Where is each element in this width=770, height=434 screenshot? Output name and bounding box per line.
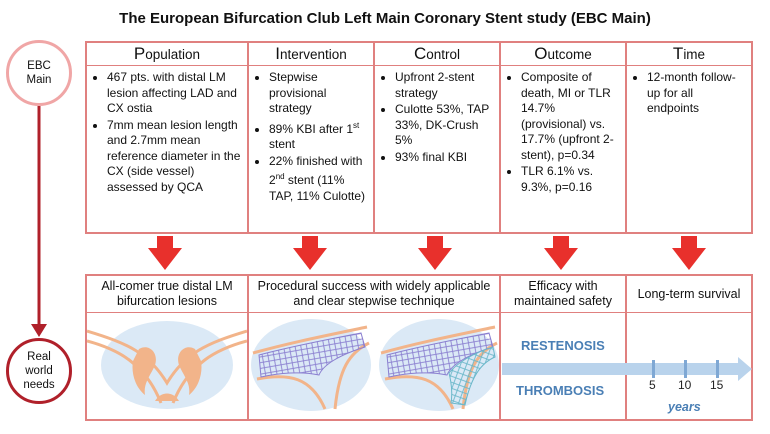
population-column: 467 pts. with distal LM lesion affecting… xyxy=(85,66,249,234)
header-rest: ontrol xyxy=(426,46,461,62)
stent-illustrations xyxy=(251,319,499,411)
tick-label: 15 xyxy=(710,378,724,392)
bullet-item: 467 pts. with distal LM lesion affecting… xyxy=(107,70,243,117)
circle-line: EBC xyxy=(27,60,51,72)
years-label: years xyxy=(668,400,701,414)
bullet-item: 12-month follow-up for all endpoints xyxy=(647,70,747,117)
need-procedural-header: Procedural success with widely applicabl… xyxy=(247,274,501,314)
procedural-panel xyxy=(247,313,501,421)
bullet-item: Upfront 2-stent strategy xyxy=(395,70,495,101)
tick-label: 10 xyxy=(678,378,692,392)
thrombosis-label: THROMBOSIS xyxy=(516,383,605,398)
ebc-main-circle: EBC Main xyxy=(6,40,72,106)
down-arrow xyxy=(293,236,327,270)
side-arrow xyxy=(31,106,47,337)
outcome-column: Composite of death, MI or TLR 14.7% (pro… xyxy=(499,66,627,234)
header-rest: ime xyxy=(683,46,706,62)
restenosis-label: RESTENOSIS xyxy=(521,338,605,353)
down-arrow xyxy=(418,236,452,270)
circle-line: Real xyxy=(27,351,51,363)
circle-line: needs xyxy=(23,379,55,391)
need-longterm-header: Long-term survival xyxy=(625,274,753,314)
intervention-column: Stepwise provisional strategy 89% KBI af… xyxy=(247,66,375,234)
header-initial: C xyxy=(413,44,427,63)
header-initial: I xyxy=(275,44,280,63)
header-rest: ntervention xyxy=(279,46,347,62)
header-initial: P xyxy=(133,44,146,63)
tick-mark xyxy=(716,360,719,378)
bullet-item: Composite of death, MI or TLR 14.7% (pro… xyxy=(521,70,621,163)
bifurcation-lesion-illustration xyxy=(87,321,247,409)
provisional-stent-illustration xyxy=(251,319,371,411)
bullet-item: Stepwise provisional strategy xyxy=(269,70,369,117)
real-world-needs-circle: Real world needs xyxy=(6,338,72,404)
down-arrow xyxy=(672,236,706,270)
bullet-item: 89% KBI after 1st stent xyxy=(269,118,369,153)
tick-label: 5 xyxy=(649,378,656,392)
page-title: The European Bifurcation Club Left Main … xyxy=(119,10,651,27)
header-rest: opulation xyxy=(145,46,201,62)
down-arrow xyxy=(544,236,578,270)
time-column: 12-month follow-up for all endpoints xyxy=(625,66,753,234)
tick-mark xyxy=(684,360,687,378)
circle-line: Main xyxy=(26,74,52,86)
bullet-item: 93% final KBI xyxy=(395,150,495,166)
circle-line: world xyxy=(25,365,53,377)
bullet-item: 22% finished with 2nd stent (11% TAP, 11… xyxy=(269,154,369,205)
down-arrow xyxy=(148,236,182,270)
bullet-item: 7mm mean lesion length and 2.7mm mean re… xyxy=(107,118,243,196)
bullet-item: Culotte 53%, TAP 33%, DK-Crush 5% xyxy=(395,102,495,149)
two-stent-illustration xyxy=(379,319,499,411)
header-initial: O xyxy=(534,44,548,63)
bullet-item: TLR 6.1% vs. 9.3%, p=0.16 xyxy=(521,164,621,195)
tick-mark xyxy=(652,360,655,378)
control-column: Upfront 2-stent strategy Culotte 53%, TA… xyxy=(373,66,501,234)
bifurcation-lesion-panel xyxy=(85,313,249,421)
header-rest: utcome xyxy=(547,46,592,62)
header-initial: T xyxy=(672,44,684,63)
